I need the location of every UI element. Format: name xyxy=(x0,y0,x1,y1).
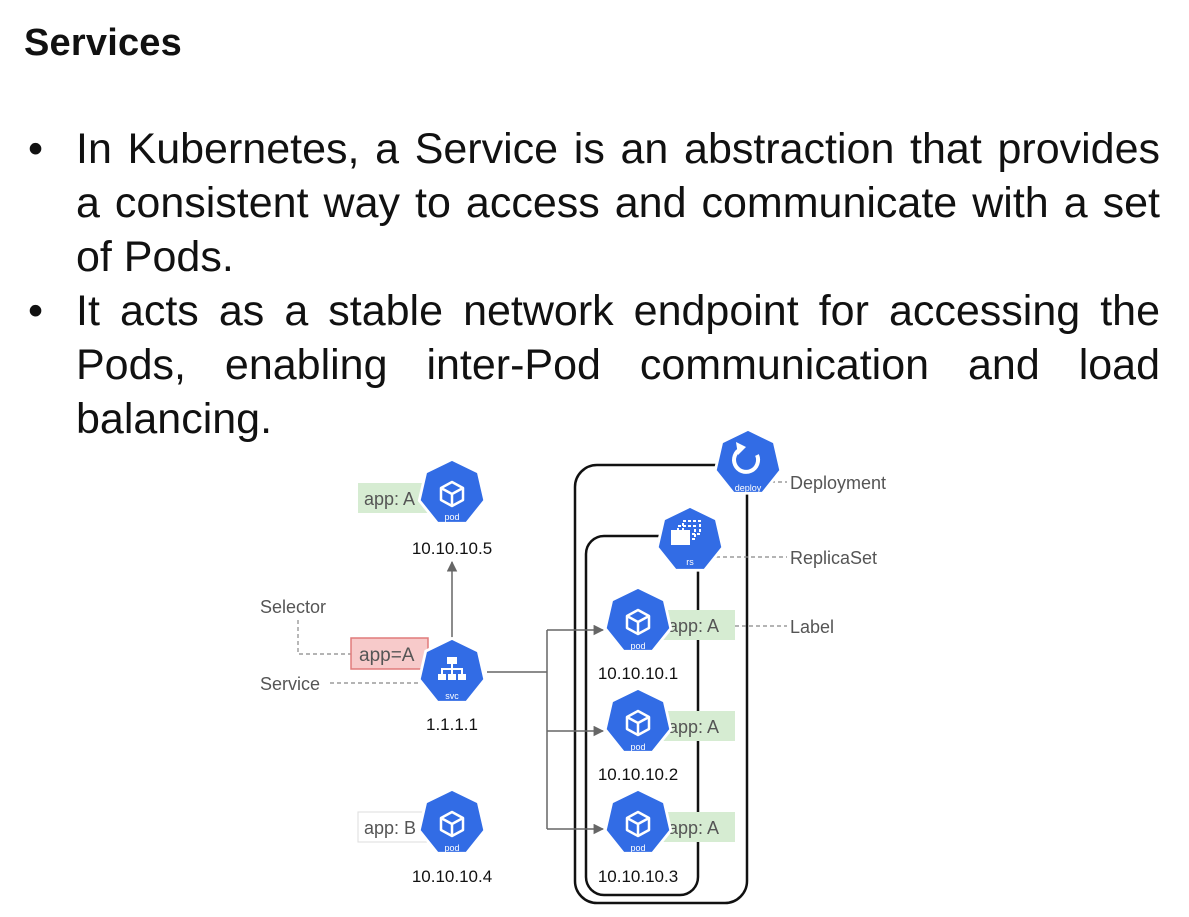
label-tag xyxy=(662,812,735,842)
pod-ip: 10.10.10.2 xyxy=(598,765,678,784)
replicaset-annotation: ReplicaSet xyxy=(790,548,877,568)
label-annotation: Label xyxy=(790,617,834,637)
cube-glyph xyxy=(439,810,465,838)
deployment-node: deploy Deployment xyxy=(713,428,886,495)
label-tag xyxy=(357,811,429,843)
bullet-list: • In Kubernetes, a Service is an abstract… xyxy=(24,122,1160,446)
pod-ip: 10.10.10.4 xyxy=(412,867,492,886)
network-glyph xyxy=(438,657,466,680)
deploy-icon-text: deploy xyxy=(735,483,762,493)
label-tag-text: app: A xyxy=(668,616,719,636)
cube-glyph xyxy=(625,608,651,636)
service-annotation: Service xyxy=(260,674,320,694)
label-tag xyxy=(662,610,735,640)
pod-icon-text: pod xyxy=(630,742,645,752)
selector-annotation: Selector xyxy=(260,597,326,617)
slide-title: Services xyxy=(24,22,182,64)
svc-icon-text: svc xyxy=(445,691,459,701)
label-tag xyxy=(662,711,735,741)
cube-glyph xyxy=(625,709,651,737)
cube-glyph xyxy=(439,480,465,508)
bullet-dot: • xyxy=(28,287,44,335)
pod-ip: 10.10.10.5 xyxy=(412,539,492,558)
pod-icon-text: pod xyxy=(630,843,645,853)
stack-glyph xyxy=(671,520,701,545)
pod-ip: 10.10.10.1 xyxy=(598,664,678,683)
label-tag-text: app: A xyxy=(364,489,415,509)
pod-ip: 10.10.10.3 xyxy=(598,867,678,886)
selector-tag xyxy=(350,637,429,670)
bullet-text: In Kubernetes, a Service is an abstracti… xyxy=(76,125,1160,281)
bullet-item: • It acts as a stable network endpoint fo… xyxy=(24,284,1160,446)
pod-node: app: A pod 10.10.10.1 Label xyxy=(598,586,834,683)
rotate-glyph xyxy=(732,447,761,474)
rotate-arrowhead xyxy=(736,442,746,455)
label-tag-text: app: A xyxy=(668,818,719,838)
deployment-frame xyxy=(573,463,749,905)
bullet-item: • In Kubernetes, a Service is an abstract… xyxy=(24,122,1160,284)
replicaset-node: rs ReplicaSet xyxy=(655,505,877,572)
label-tag xyxy=(358,483,428,513)
pod-icon-text: pod xyxy=(630,641,645,651)
pod-icon-text: pod xyxy=(444,843,459,853)
connector-lines xyxy=(446,560,605,835)
service-node: Selector Service app=A svc 1.1.1.1 xyxy=(260,597,487,734)
deployment-annotation: Deployment xyxy=(790,473,886,493)
pod-node: app: A pod 10.10.10.5 xyxy=(358,458,492,558)
pod-icon-text: pod xyxy=(444,512,459,522)
pod-node: app: A pod 10.10.10.3 xyxy=(598,788,735,886)
cube-glyph xyxy=(625,810,651,838)
rs-icon-text: rs xyxy=(686,557,694,567)
label-tag-text: app: A xyxy=(668,717,719,737)
label-tag-text: app: B xyxy=(364,818,416,838)
service-ip: 1.1.1.1 xyxy=(426,715,478,734)
annotation-lines xyxy=(297,481,787,684)
pod-node: app: B pod 10.10.10.4 xyxy=(357,788,492,886)
bullet-dot: • xyxy=(28,125,44,173)
selector-tag-text: app=A xyxy=(359,645,415,666)
bullet-text: It acts as a stable network endpoint for… xyxy=(76,287,1160,443)
pod-node: app: A pod 10.10.10.2 xyxy=(598,687,735,784)
